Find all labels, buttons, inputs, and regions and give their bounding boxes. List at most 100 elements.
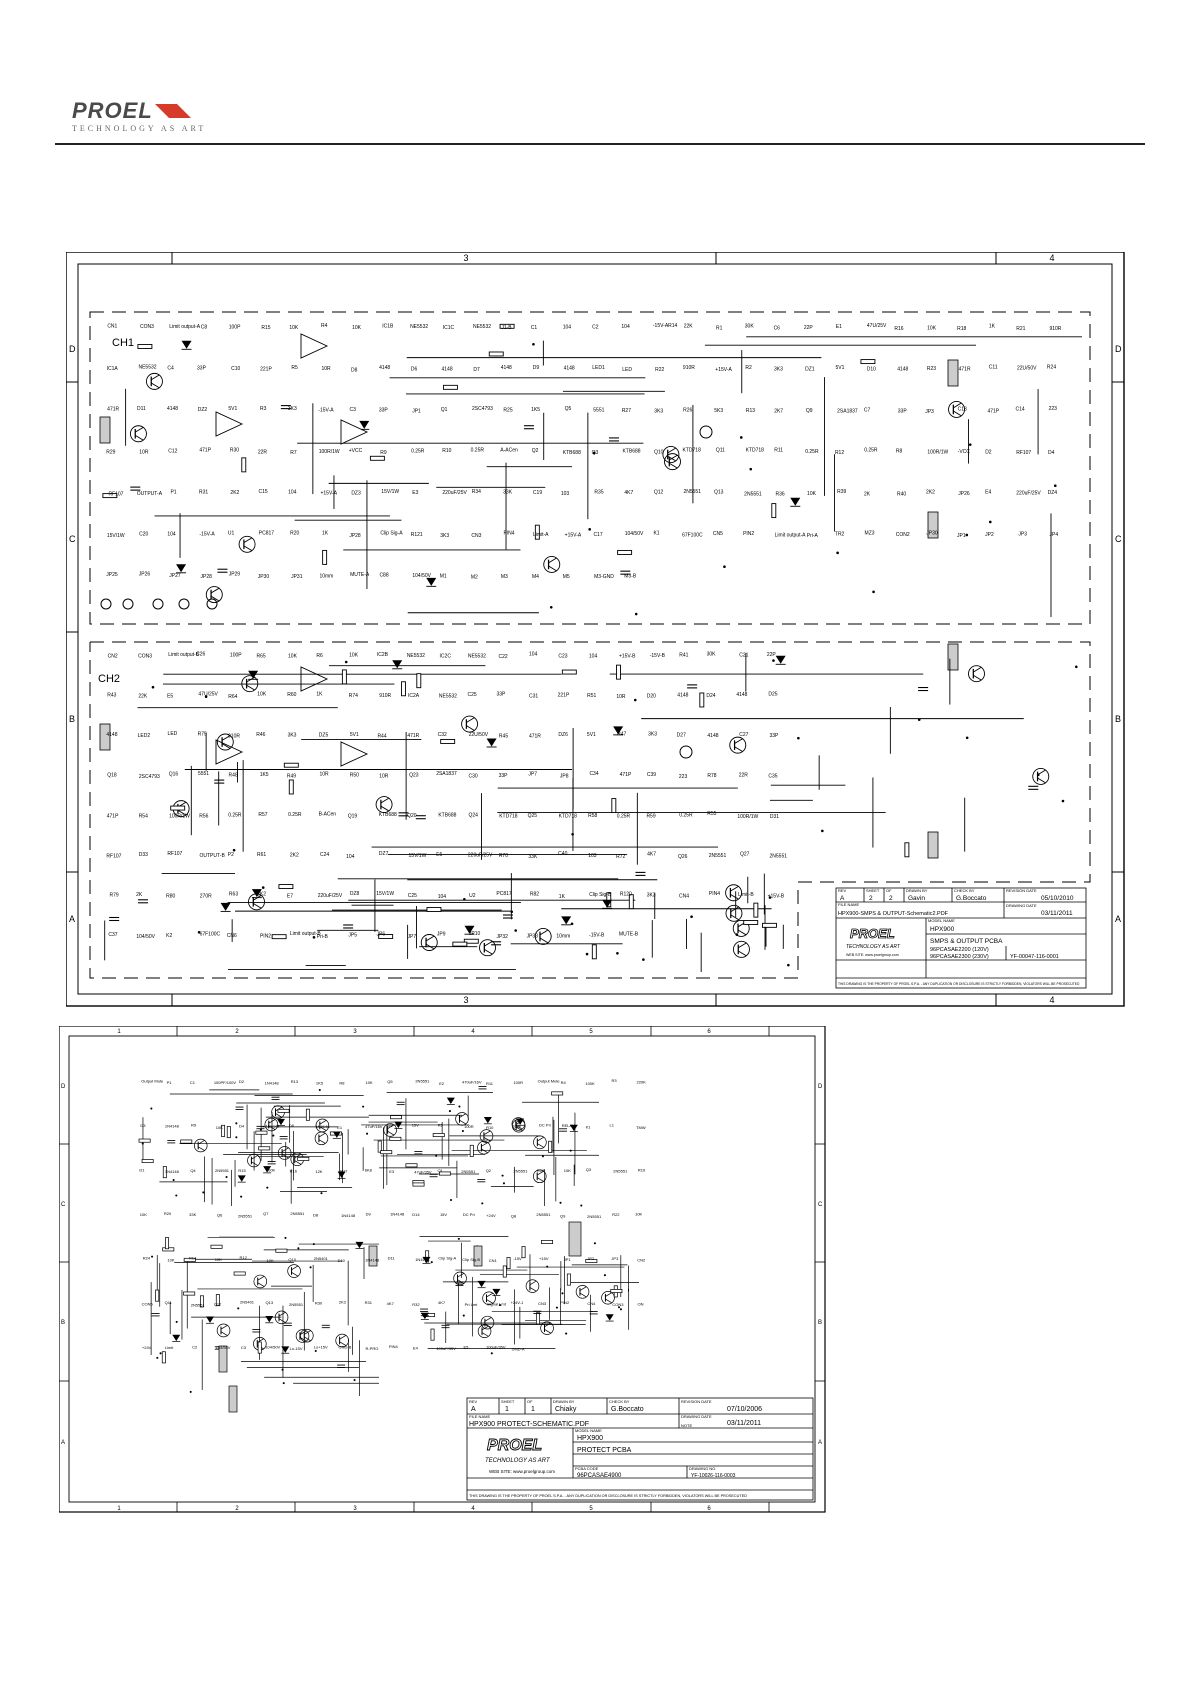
component-label: 1K5 bbox=[531, 407, 540, 413]
component-label: 10K bbox=[807, 491, 817, 497]
component-label: IC2C bbox=[440, 653, 452, 659]
component-label: PIN4 bbox=[709, 891, 720, 897]
component-label: 2N5551 bbox=[587, 1214, 602, 1219]
component-label: 104/50V bbox=[265, 1345, 280, 1350]
component-label: R36 bbox=[776, 491, 785, 497]
component-label: 0.25R bbox=[864, 448, 878, 454]
component-label: D5 bbox=[387, 1123, 393, 1128]
component-label: 1K bbox=[322, 531, 329, 537]
tb1-drawing-no: YF-00047-116-0001 bbox=[1010, 954, 1059, 960]
component-label: D14 bbox=[412, 1212, 420, 1217]
component-label: R20 bbox=[164, 1211, 172, 1216]
tb1-drawn-label: DRAWN BY bbox=[906, 888, 928, 893]
component-label: 1N4148 bbox=[365, 1257, 380, 1262]
component-label: C3 bbox=[350, 407, 357, 413]
component-label: 471P bbox=[620, 772, 632, 778]
tb1-rev-date: 05/10/2010 bbox=[1041, 895, 1074, 902]
component-label: 2SC4793 bbox=[472, 406, 493, 412]
component-label: 3K3 bbox=[654, 408, 663, 414]
component-label: C8 bbox=[201, 324, 208, 330]
component-label: R31 bbox=[199, 490, 208, 496]
component-label: D2 bbox=[239, 1079, 245, 1084]
component-label: -15V-AR14 bbox=[653, 323, 678, 329]
component-label: 100K bbox=[585, 1081, 595, 1086]
component-label: R57 bbox=[258, 812, 267, 818]
component-label: M3-GND bbox=[594, 574, 614, 580]
p-grid-bottom-2: 2 bbox=[235, 1506, 239, 1512]
component-label: M5 bbox=[563, 574, 570, 580]
component-label: Q6 bbox=[217, 1213, 223, 1218]
component-label: CN1 bbox=[489, 1258, 498, 1263]
component-label: C88 bbox=[379, 573, 388, 579]
component-label: CN2 bbox=[637, 1258, 646, 1263]
tb2-checked: G.Boccato bbox=[611, 1406, 644, 1413]
component-label: OUTPUT-A bbox=[137, 491, 163, 497]
component-label: E1 bbox=[337, 1125, 343, 1130]
component-label: R6 bbox=[316, 653, 323, 659]
component-label: 100PF/100V bbox=[214, 1080, 237, 1085]
component-label: R58 bbox=[588, 813, 597, 819]
component-label: 471P bbox=[107, 813, 119, 819]
component-label: R16 bbox=[290, 1169, 298, 1174]
schematic-sheet-protect: 1 2 3 4 5 6 1 2 3 4 5 6 D C B A D C B A … bbox=[59, 1026, 826, 1513]
component-label: R121 bbox=[411, 532, 423, 538]
component-label: D11 bbox=[137, 406, 146, 412]
component-label: 104 bbox=[529, 651, 538, 657]
component-label: 471R bbox=[407, 733, 419, 739]
component-label: CON2 bbox=[896, 532, 910, 538]
component-label: U2 bbox=[469, 893, 476, 899]
component-label: Pri-B bbox=[317, 934, 329, 940]
component-label: 10K bbox=[352, 325, 362, 331]
component-label: D2 bbox=[985, 449, 992, 455]
component-label: 1N4148 bbox=[165, 1123, 180, 1128]
component-label: 2SC4793 bbox=[139, 774, 160, 780]
component-label: 10mm bbox=[556, 934, 570, 940]
component-label: LED bbox=[168, 731, 178, 737]
tb2-draw-date-label: DRAWING DATE bbox=[681, 1414, 712, 1419]
component-label: R12 bbox=[835, 450, 844, 456]
grid-left-C: C bbox=[69, 534, 76, 544]
tb1-rev: A bbox=[840, 895, 845, 902]
component-label: E2 bbox=[439, 1081, 445, 1086]
component-label: 10mm bbox=[319, 574, 333, 580]
component-label: IC1C bbox=[443, 325, 455, 331]
component-label: E5 bbox=[463, 1345, 469, 1350]
svg-text:TECHNOLOGY AS ART: TECHNOLOGY AS ART bbox=[846, 944, 901, 950]
component-label: 104 bbox=[438, 894, 447, 900]
component-label: CON3 bbox=[138, 653, 152, 659]
component-label: NE5532 bbox=[439, 693, 457, 699]
tb2-note-label: NOTE bbox=[681, 1423, 692, 1428]
p-grid-top-6: 6 bbox=[707, 1029, 711, 1035]
component-label: Output Mute bbox=[141, 1079, 164, 1084]
tb1-sheet-label: SHEET bbox=[866, 888, 880, 893]
component-label: JP3 bbox=[925, 409, 934, 415]
component-label: 15V/1W bbox=[107, 533, 125, 539]
component-label: R46 bbox=[256, 732, 265, 738]
component-label: E7 bbox=[287, 894, 293, 900]
component-label: 67F100C bbox=[682, 533, 703, 539]
component-label: 100R/1W bbox=[927, 449, 948, 455]
component-label: 2N5551 bbox=[709, 853, 727, 859]
component-label: 1N4148 bbox=[165, 1169, 180, 1174]
component-label: 33K bbox=[528, 854, 538, 860]
component-label: Q26 bbox=[678, 854, 688, 860]
tb2-rev-date-label: REVISION DATE bbox=[681, 1399, 712, 1404]
component-label: 2K2 bbox=[290, 853, 299, 859]
component-label: 0.25R bbox=[617, 813, 631, 819]
component-label: C40 bbox=[558, 851, 567, 857]
component-label: E3 bbox=[389, 1169, 395, 1174]
logo-tagline: TECHNOLOGY AS ART bbox=[72, 124, 207, 133]
tb1-draw-date: 03/11/2011 bbox=[1041, 910, 1073, 917]
component-label: R26 bbox=[683, 408, 692, 414]
component-label: 10K bbox=[288, 654, 298, 660]
component-label: Q3 bbox=[592, 450, 599, 456]
component-label: IC1A bbox=[107, 366, 119, 372]
component-label: 104/50V bbox=[625, 531, 644, 537]
component-label: 1K5 bbox=[260, 772, 269, 778]
component-label: D6 bbox=[411, 367, 418, 373]
component-label: 2K2 bbox=[339, 1300, 347, 1305]
p-grid-bottom-1: 1 bbox=[117, 1506, 121, 1512]
component-label: 104 bbox=[621, 324, 630, 330]
